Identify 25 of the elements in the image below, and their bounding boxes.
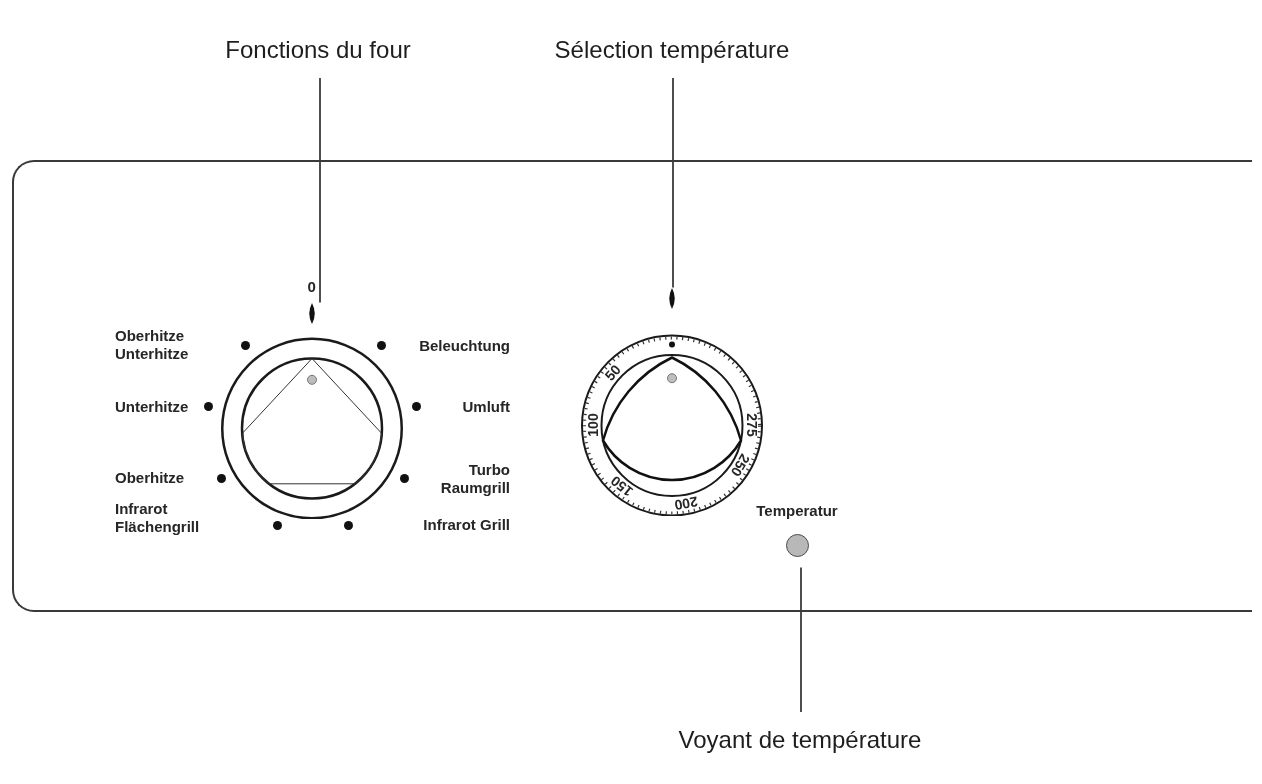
position-label: Infrarot Grill	[423, 516, 510, 534]
position-label: Unterhitze	[115, 398, 189, 416]
scale-number: 150	[608, 473, 637, 500]
scale-number: 250	[728, 450, 753, 479]
position-label: Infrarot Flächengrill	[115, 500, 200, 536]
position-label: Oberhitze	[115, 469, 185, 487]
position-label: 0	[307, 278, 316, 296]
callout-text: Voyant de température	[678, 726, 922, 754]
indicator-light	[785, 533, 809, 557]
leader-line	[672, 77, 674, 289]
position-label: Turbo Raumgrill	[440, 461, 510, 497]
leader-line	[800, 566, 802, 713]
rotary-knob	[220, 302, 403, 519]
scale-number: 200	[672, 493, 699, 513]
control-panel	[12, 160, 1252, 612]
scale-number: 50	[601, 362, 624, 384]
indicator-label: Temperatur	[756, 502, 838, 520]
callout-text: Fonctions du four	[225, 36, 411, 64]
leader-line	[319, 77, 321, 304]
position-label: Umluft	[462, 398, 510, 416]
callout-text: Sélection température	[554, 36, 790, 64]
position-label: Oberhitze Unterhitze	[115, 327, 189, 363]
position-label: Beleuchtung	[419, 337, 510, 355]
scale-number: 100	[585, 413, 601, 437]
scale-number: 275	[743, 413, 759, 437]
